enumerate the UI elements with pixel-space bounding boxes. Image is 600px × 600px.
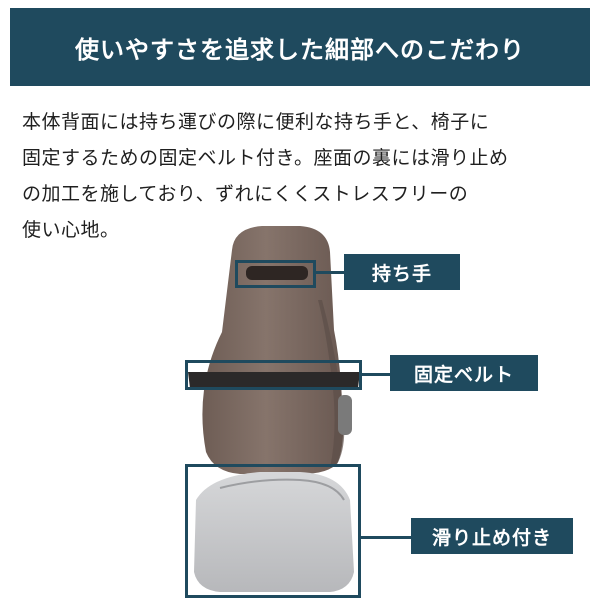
handle-highlight	[235, 260, 316, 288]
handle-slot	[246, 266, 308, 280]
handle-connector	[316, 271, 344, 274]
belt-label-badge: 固定ベルト	[390, 355, 538, 391]
cushion-backrest	[202, 226, 344, 474]
cushion-seat	[194, 472, 354, 592]
nonslip-label: 滑り止め付き	[431, 526, 552, 549]
page-title-banner: 使いやすさを追求した細部へのこだわり	[10, 8, 590, 86]
belt-label: 固定ベルト	[413, 363, 514, 386]
fixing-belt	[188, 372, 360, 388]
handle-label-badge: 持ち手	[344, 254, 460, 290]
nonslip-highlight	[185, 464, 361, 598]
nonslip-label-badge: 滑り止め付き	[411, 518, 573, 554]
description-text: 本体背面には持ち運びの際に便利な持ち手と、椅子に 固定するための固定ベルト付き。…	[22, 111, 509, 241]
belt-highlight	[185, 360, 362, 390]
nonslip-connector	[361, 536, 411, 539]
page-title: 使いやすさを追求した細部へのこだわり	[75, 35, 525, 64]
belt-connector	[362, 373, 390, 376]
handle-label: 持ち手	[371, 262, 432, 285]
